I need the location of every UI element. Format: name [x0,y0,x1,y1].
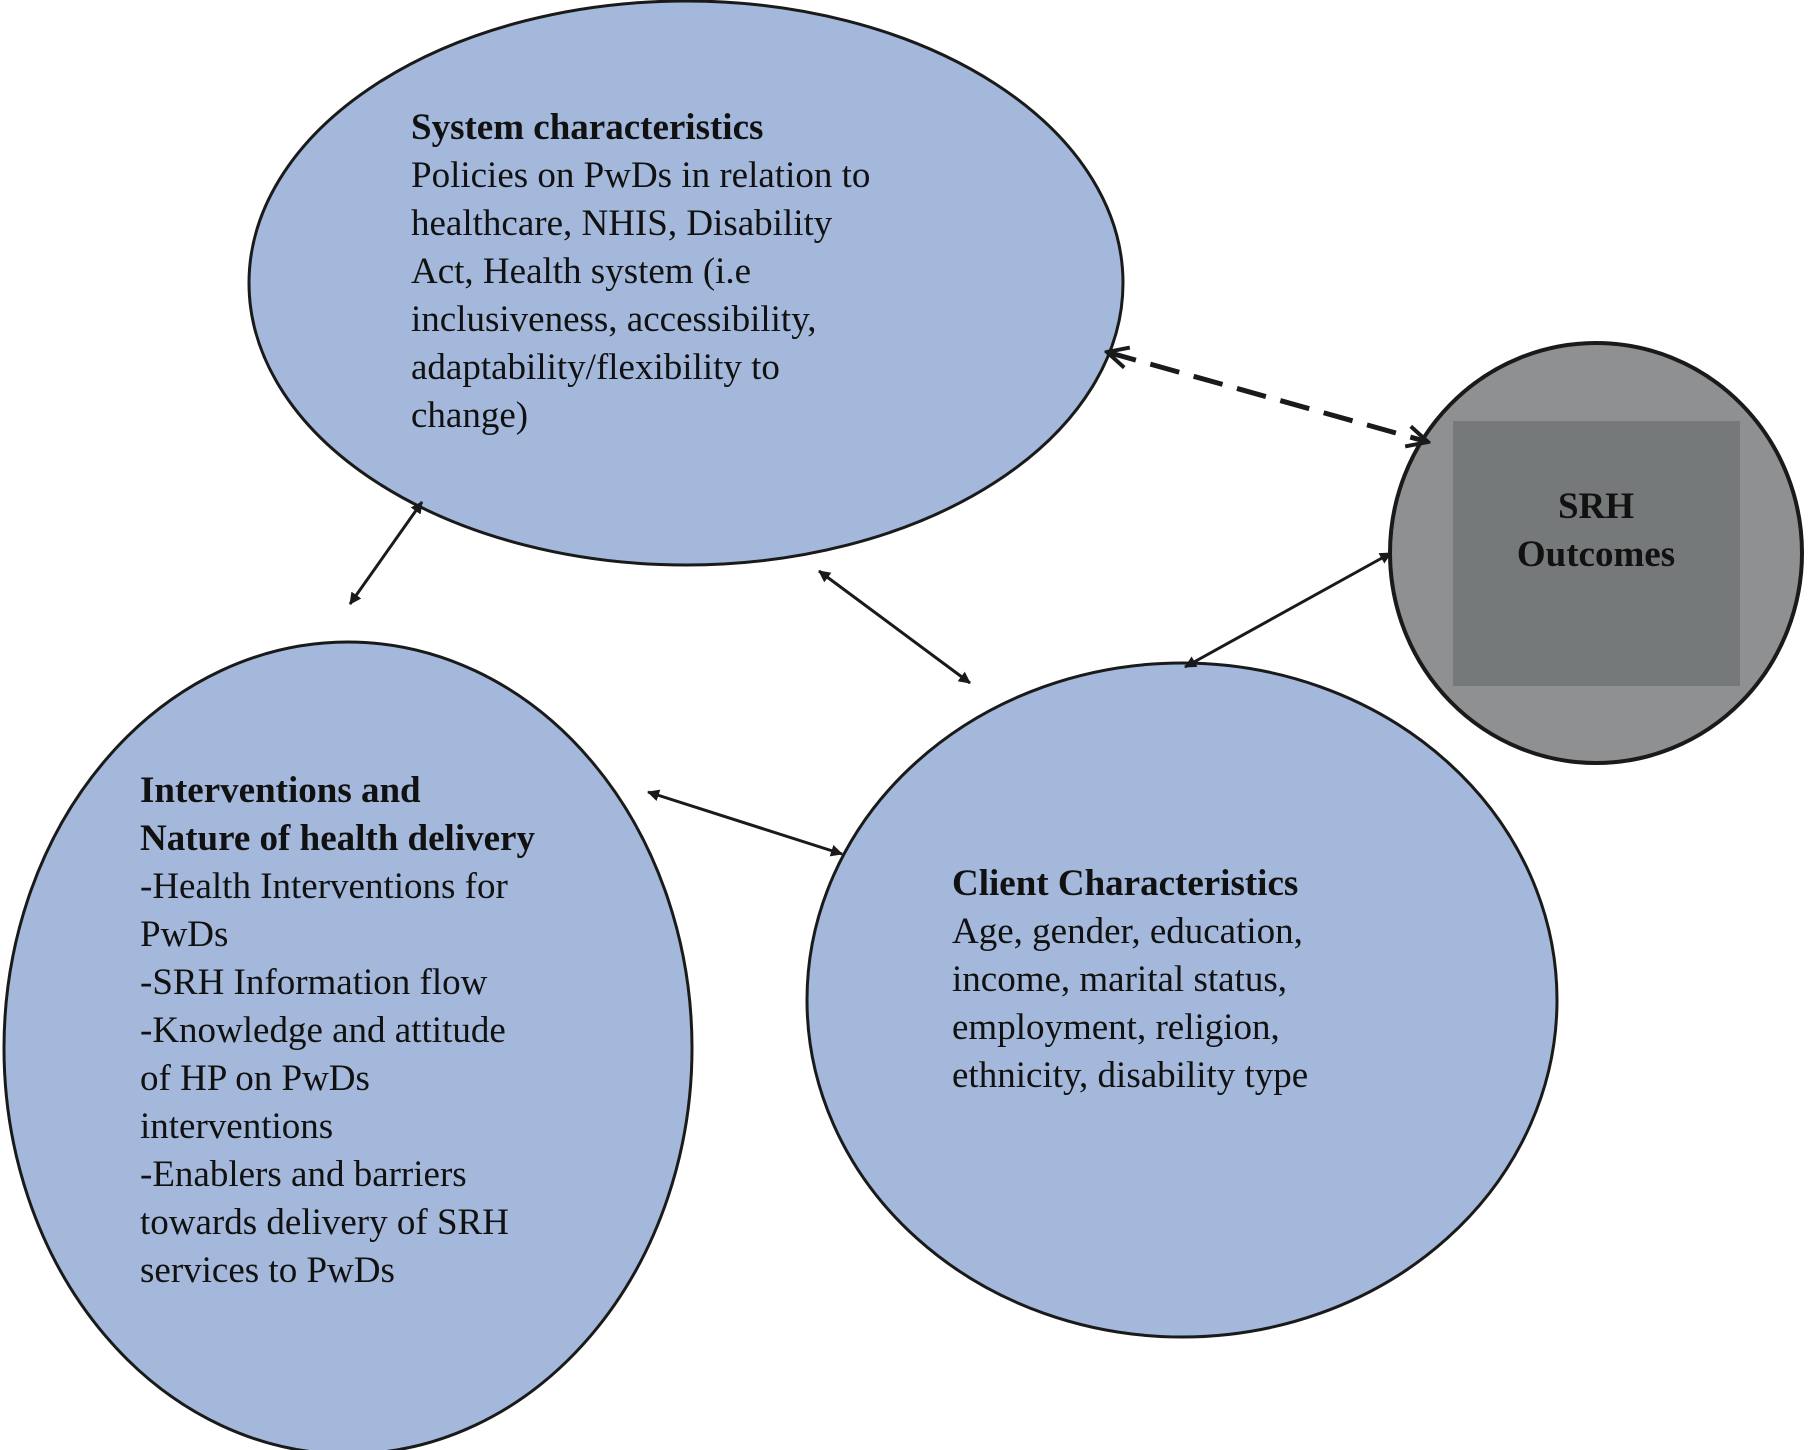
client-line: income, marital status, [952,959,1287,1000]
edge-system-outcomes [1107,352,1428,442]
edge-system-interventions [348,501,424,605]
interventions-node [2,640,694,1450]
interventions-text: Interventions and Nature of health deliv… [140,767,620,1295]
system-characteristics-heading: System characteristics [411,107,764,148]
client-characteristics-node [805,661,1559,1339]
system-line: adaptability/flexibility to [411,347,780,388]
system-line: Policies on PwDs in relation to [411,155,871,196]
system-characteristics-node [247,0,1125,567]
interventions-line: of HP on PwDs [140,1058,370,1099]
system-line: inclusiveness, accessibility, [411,299,817,340]
interventions-line: -SRH Information flow [140,962,488,1003]
system-line: healthcare, NHIS, Disability [411,203,833,244]
interventions-heading: Nature of health delivery [140,818,535,859]
srh-outcomes-label: Outcomes [1516,534,1676,575]
client-characteristics-text: Client Characteristics Age, gender, educ… [952,860,1382,1100]
interventions-line: towards delivery of SRH [140,1202,509,1243]
client-line: Age, gender, education, [952,911,1303,952]
system-characteristics-text: System characteristics Policies on PwDs … [411,104,951,440]
system-line: Act, Health system (i.e [411,251,752,292]
edge-interventions-client [647,789,843,857]
srh-outcomes-text: SRH Outcomes [1453,483,1739,579]
client-line: employment, religion, [952,1007,1280,1048]
interventions-line: PwDs [140,914,229,955]
system-line: change) [411,395,529,436]
interventions-line: -Knowledge and attitude [140,1010,506,1051]
interventions-line: -Enablers and barriers [140,1154,467,1195]
edge-system-client [818,569,971,685]
srh-outcomes-label: SRH [1557,486,1635,527]
interventions-line: interventions [140,1106,334,1147]
interventions-heading: Interventions and [140,770,421,811]
srh-outcomes-inner-box [1453,421,1740,686]
interventions-line: -Health Interventions for [140,866,508,907]
edge-client-outcomes [1184,551,1392,669]
client-characteristics-heading: Client Characteristics [952,863,1299,904]
client-line: ethnicity, disability type [952,1055,1309,1096]
interventions-line: services to PwDs [140,1250,395,1291]
